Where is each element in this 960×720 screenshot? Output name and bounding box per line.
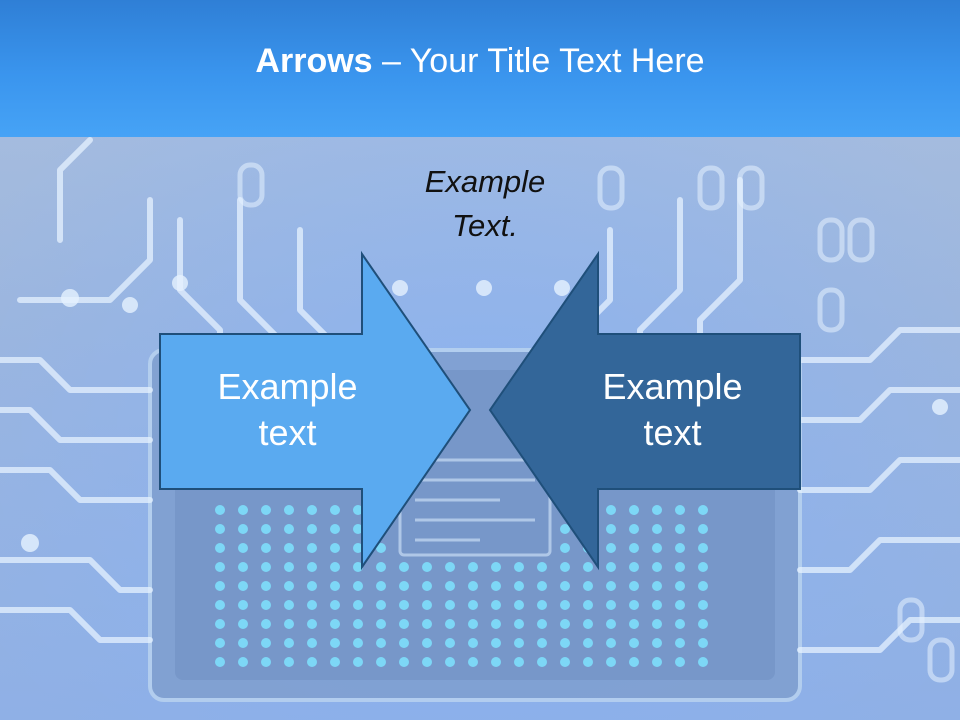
- title-rest-part: – Your Title Text Here: [372, 42, 705, 80]
- slide-title: Arrows – Your Title Text Here: [255, 42, 704, 81]
- right-arrow-line-2: text: [643, 412, 702, 453]
- caption-line-2: Text.: [451, 208, 519, 243]
- right-arrow-shape: [488, 250, 801, 571]
- right-arrow-label: Example text: [545, 364, 800, 456]
- title-bar: Arrows – Your Title Text Here: [0, 0, 960, 137]
- caption-text: Example Text.: [385, 160, 585, 248]
- left-arrow-label: Example text: [160, 364, 415, 456]
- caption-line-1: Example: [424, 164, 546, 199]
- right-arrow-line-1: Example: [602, 366, 743, 407]
- left-arrow-line-1: Example: [217, 366, 358, 407]
- left-arrow-shape: [159, 250, 472, 571]
- title-bold-part: Arrows: [255, 42, 373, 80]
- left-arrow-line-2: text: [258, 412, 317, 453]
